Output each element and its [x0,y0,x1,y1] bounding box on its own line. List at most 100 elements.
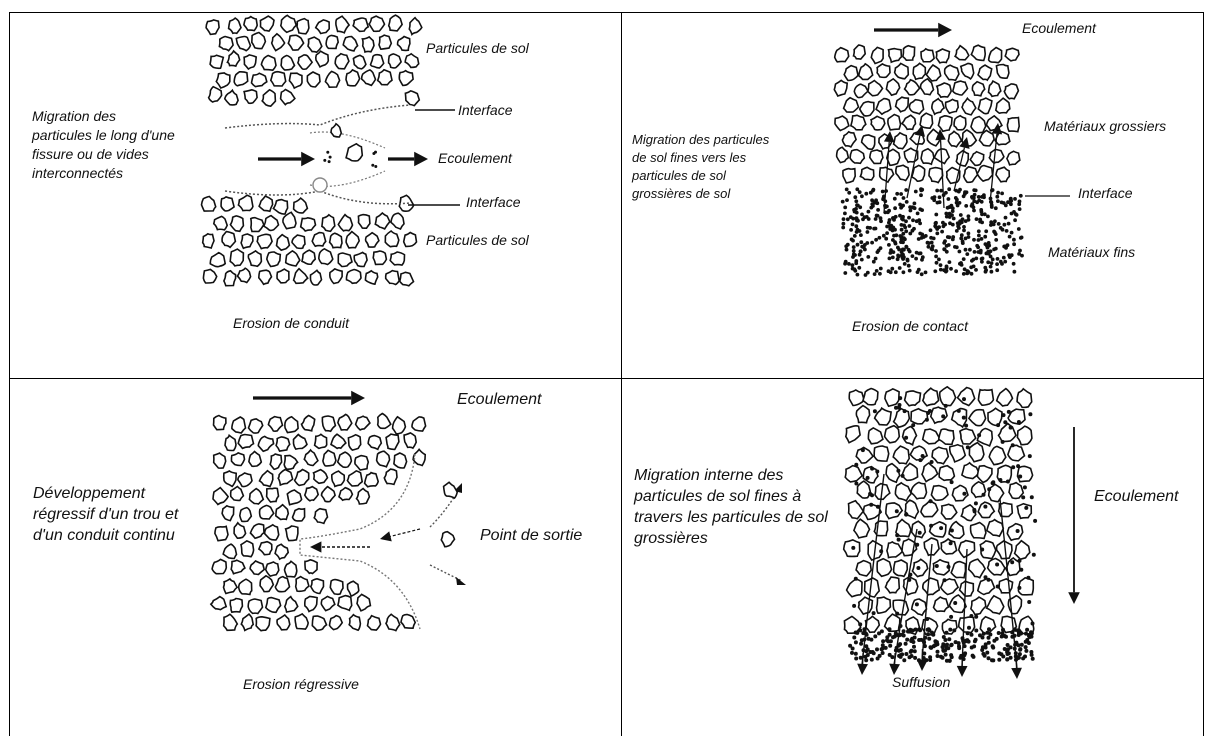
fine-particle [1001,631,1005,635]
fine-particle [885,635,889,639]
fine-particle [875,201,879,205]
fine-particle [970,259,974,263]
soil-particle [941,539,956,554]
fine-particle [938,200,942,204]
conduit-label-interface-bottom: Interface [466,193,520,212]
soil-particle [845,466,862,482]
fine-particle [935,189,939,193]
fine-particle [983,212,987,216]
fine-particle [1033,519,1037,523]
fine-particle [898,396,902,400]
fine-particle [1017,252,1021,256]
soil-particle [281,56,294,70]
soil-particle [953,81,968,95]
fine-particle [998,478,1002,482]
fine-particle [958,219,962,223]
fine-particle [1018,475,1022,479]
conduit-title: Erosion de conduit [233,315,349,331]
soil-particle [849,501,864,519]
fine-particle [962,257,966,261]
fine-particle [929,524,933,528]
fine-particle [938,195,942,199]
fine-particle [954,269,958,273]
fine-particle [888,218,892,222]
fine-particle [924,271,928,275]
soil-particle [885,426,900,443]
fine-particle [852,249,856,253]
soil-particle [977,166,992,182]
fine-particle [984,229,988,233]
soil-particle [404,233,417,247]
fine-particle [876,214,880,218]
fine-particle [996,191,1000,195]
soil-particle [386,614,400,630]
fine-particle [980,260,984,264]
fine-particle [904,652,908,656]
fine-particle [1021,495,1025,499]
fine-particle [929,499,933,503]
panel-conduit: Migration des particules le long d'une f… [10,13,621,378]
fine-particle [980,548,984,552]
soil-particle [912,521,926,537]
fine-particle [930,248,934,252]
fine-particle [854,199,858,203]
fine-particle [974,189,978,193]
fine-particle [854,463,858,467]
fine-particle [885,231,889,235]
soil-particle [989,149,1004,163]
soil-particle [1007,118,1019,132]
fine-particle [929,645,933,649]
soil-particle [368,436,381,450]
soil-particle [851,115,866,130]
fine-particle [918,207,922,211]
fine-particle [1003,245,1007,249]
fine-particle [1004,635,1008,639]
fine-particle [997,658,1001,662]
fine-particle [973,509,977,513]
fine-particle [867,217,871,221]
fine-particle [888,644,892,648]
fine-particle [1009,426,1013,430]
fine-particle [990,203,994,207]
fine-particle [960,233,964,237]
soil-particle [339,488,352,501]
fine-particle [847,191,851,195]
soil-particle [835,48,849,62]
fine-particle [994,247,998,251]
fine-particle [995,195,999,199]
fine-particle [955,229,959,233]
fine-particle [955,198,959,202]
fine-particle [853,269,857,273]
fine-particle [947,197,951,201]
soil-particle [222,506,234,521]
fine-particle [1024,506,1028,510]
contact-label-interface: Interface [1078,184,1132,203]
fine-particle [1019,632,1023,636]
panel-suffusion: Migration interne des particules de sol … [622,379,1203,736]
fine-particle [1005,229,1009,233]
fine-particle [987,656,991,660]
soil-particle [837,147,849,162]
fine-particle [935,261,939,265]
fine-particle [904,229,908,233]
soil-particle [308,37,322,52]
fine-particle [957,646,961,650]
flow-arrow-head [1068,592,1080,604]
fine-particle [874,217,878,221]
soil-particle [895,483,911,501]
soil-particle [862,135,875,149]
fine-particle [967,235,971,239]
soil-particle [894,133,907,149]
fine-particle [962,225,966,229]
soil-particle [1015,541,1030,560]
fine-particle [851,546,855,550]
fine-particle [1002,256,1006,260]
soil-particle [961,63,974,79]
soil-particle [978,502,994,517]
soil-particle [859,64,873,80]
soil-particle [937,83,951,97]
soil-particle [267,488,279,502]
soil-particle [1004,84,1018,99]
fine-particle [948,260,952,264]
soil-particle [844,98,859,112]
